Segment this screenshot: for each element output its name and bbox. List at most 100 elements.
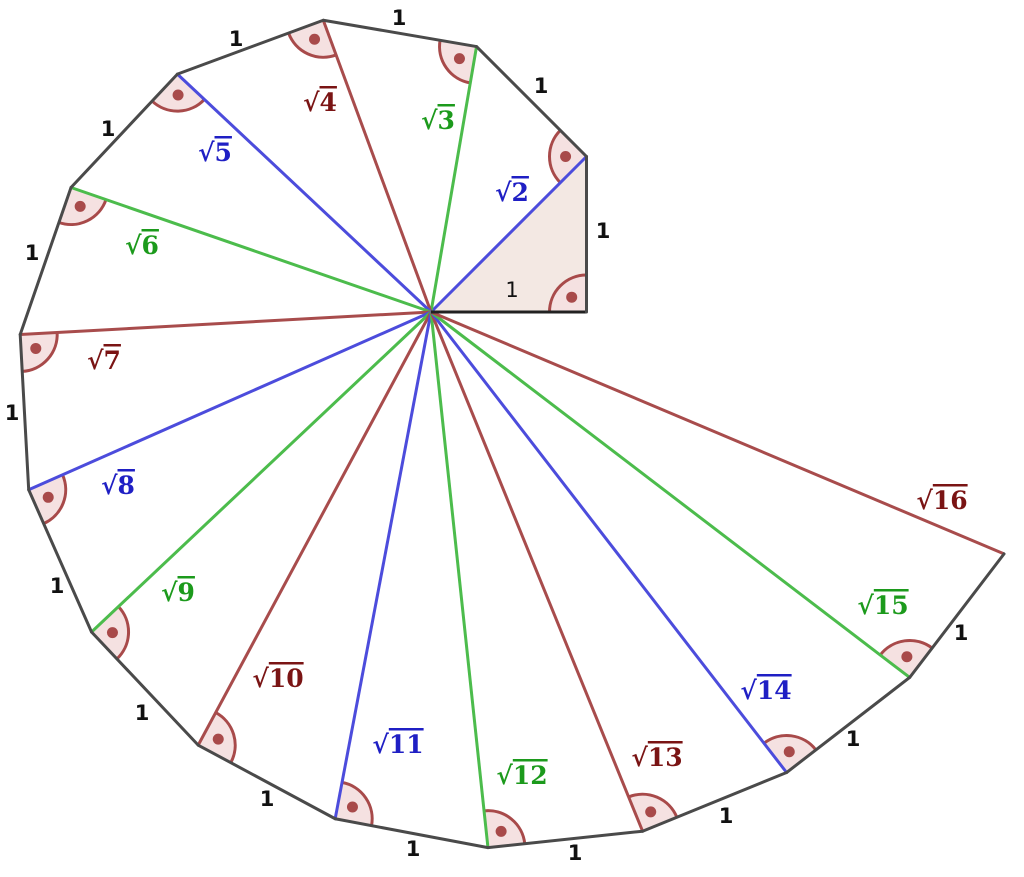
right-angle-dot	[453, 53, 465, 65]
radical-sign-icon: √	[125, 231, 142, 260]
right-angle-arc	[341, 780, 374, 826]
right-angle-dot	[172, 89, 184, 101]
radicand: 10	[269, 664, 304, 693]
edge-length-label: 1	[568, 841, 583, 865]
label-sqrt-14: √14	[740, 676, 791, 705]
label-sqrt-12: √12	[496, 761, 547, 790]
radius-sqrt-13	[429, 311, 644, 832]
radius-sqrt-14	[429, 311, 788, 774]
label-sqrt-3: √3	[421, 106, 455, 135]
radicand: 5	[215, 138, 232, 167]
radical-sign-icon: √	[252, 664, 269, 693]
right-angle-arc	[22, 332, 59, 373]
edge-length-label: 1	[101, 117, 116, 141]
radius-sqrt-5	[176, 73, 433, 314]
edge-length-label: 1	[406, 837, 421, 861]
right-angle-arc	[483, 809, 527, 844]
edge-length-label: 1	[229, 27, 244, 51]
label-sqrt-6: √6	[125, 231, 159, 260]
radicand: 8	[118, 471, 135, 500]
radical-sign-icon: √	[303, 88, 320, 117]
edge-length-label: 1	[954, 621, 969, 645]
radicand: 9	[178, 578, 195, 607]
edge-length-label: 1	[260, 787, 275, 811]
outer-edge	[175, 18, 325, 76]
right-angle-dot	[901, 651, 913, 663]
edge-length-label: 1	[846, 727, 861, 751]
right-angle-dot	[566, 291, 578, 303]
right-angle-dot	[74, 200, 86, 212]
right-angle-dot	[30, 342, 42, 354]
right-angle-arc	[115, 605, 131, 660]
right-angle-arc	[628, 792, 679, 818]
radius-sqrt-4	[321, 19, 433, 313]
right-angle-dot	[42, 491, 54, 503]
right-angle-dot	[212, 733, 224, 745]
label-sqrt-10: √10	[252, 664, 303, 693]
radicand: 4	[320, 88, 337, 117]
outer-edge	[196, 743, 337, 821]
right-angle-arc	[548, 129, 562, 184]
outer-edge	[18, 186, 73, 336]
right-angle-arc	[214, 711, 237, 764]
radical-sign-icon: √	[496, 761, 513, 790]
radical-sign-icon: √	[87, 346, 104, 375]
outer-edge	[908, 552, 1006, 679]
radicand: 3	[438, 106, 455, 135]
unit-base-label: 1	[505, 278, 518, 302]
right-angle-dot	[495, 825, 507, 837]
right-angle-arc	[438, 40, 471, 85]
right-angle-arc	[58, 199, 108, 226]
radius-sqrt-16	[430, 310, 1005, 556]
radicand: 7	[104, 346, 121, 375]
radicand: 12	[513, 761, 548, 790]
radicand: 11	[389, 730, 424, 759]
radical-sign-icon: √	[101, 471, 118, 500]
edge-length-label: 1	[135, 701, 150, 725]
radical-sign-icon: √	[372, 730, 389, 759]
label-sqrt-11: √11	[372, 730, 423, 759]
radius-sqrt-9	[90, 310, 433, 634]
right-angle-arc	[151, 98, 206, 113]
radical-sign-icon: √	[916, 486, 933, 515]
edge-length-label: 1	[534, 74, 549, 98]
label-sqrt-2: √2	[495, 178, 529, 207]
right-angle-arc	[879, 638, 934, 656]
label-sqrt-13: √13	[631, 743, 682, 772]
right-angle-arc	[548, 273, 587, 313]
radical-sign-icon: √	[421, 106, 438, 135]
edge-length-label: 1	[50, 574, 65, 598]
right-angle-arc	[763, 734, 818, 751]
radius-sqrt-6	[70, 186, 432, 314]
radius-sqrt-3	[429, 46, 479, 313]
radicand: 13	[648, 743, 683, 772]
radius-sqrt-2	[429, 155, 588, 314]
label-sqrt-15: √15	[857, 591, 908, 620]
outer-edge	[69, 72, 179, 190]
label-sqrt-4: √4	[303, 88, 337, 117]
right-angle-arc	[43, 474, 68, 525]
label-sqrt-5: √5	[198, 138, 232, 167]
radical-sign-icon: √	[857, 591, 874, 620]
radicand: 16	[933, 486, 968, 515]
radical-sign-icon: √	[198, 138, 215, 167]
outer-edge	[641, 771, 789, 833]
radius-sqrt-11	[333, 311, 433, 820]
outer-edge	[475, 45, 588, 158]
label-sqrt-8: √8	[101, 471, 135, 500]
right-angle-arc	[287, 32, 337, 59]
label-sqrt-7: √7	[87, 346, 121, 375]
right-angle-dot	[106, 627, 118, 639]
radius-sqrt-8	[28, 310, 432, 492]
right-angle-dot	[346, 801, 358, 813]
edge-length-label: 1	[719, 804, 734, 828]
outer-edge	[90, 630, 200, 747]
right-angle-dot	[560, 151, 572, 162]
radius-sqrt-10	[196, 311, 433, 746]
outer-edge	[321, 18, 479, 49]
radicand: 2	[512, 178, 529, 207]
radius-sqrt-12	[429, 311, 490, 848]
edge-length-label: 1	[392, 6, 407, 30]
